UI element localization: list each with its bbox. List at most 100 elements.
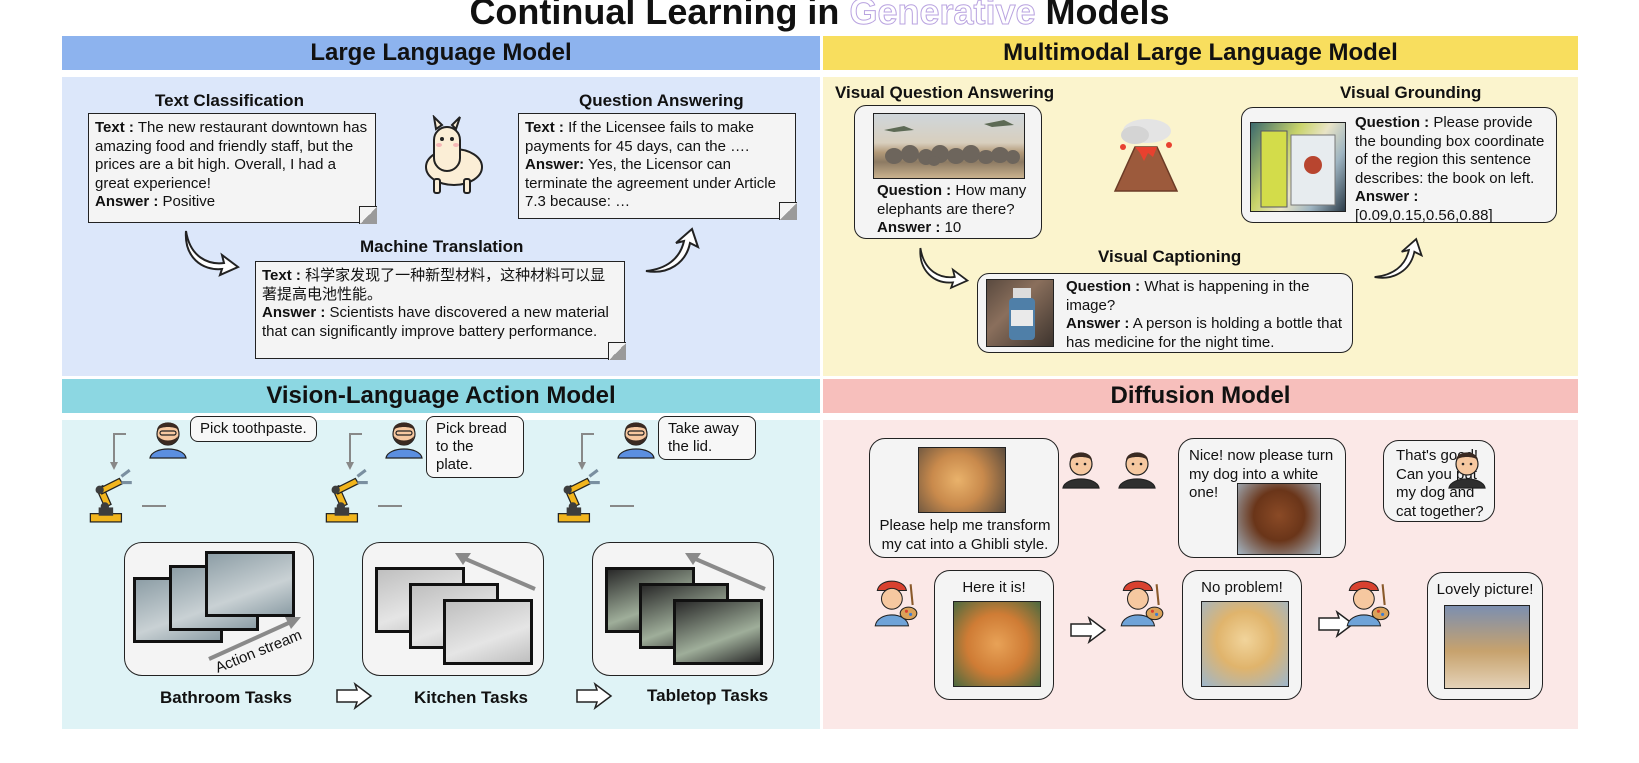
medicine-bottle-image — [986, 279, 1054, 347]
person-icon — [149, 422, 187, 459]
task-label-bathroom: Bathroom Tasks — [160, 688, 292, 707]
grounding-question: Please provide the bounding box coordina… — [1355, 114, 1545, 187]
artist-reply-bubble: No problem! — [1182, 570, 1302, 700]
question-answering-card: Text : If the Licensee fails to make pay… — [518, 113, 797, 220]
action-stream-arrow-icon — [685, 553, 766, 591]
curved-arrow-icon — [919, 247, 970, 290]
action-stream-arrow-icon — [208, 617, 301, 661]
visual-captioning-card: Question : What is happening in the imag… — [977, 273, 1353, 353]
translation-answer: Scientists have discovered a new materia… — [262, 304, 609, 340]
vqa-title: Visual Question Answering — [835, 83, 1055, 102]
artist-avatar-icon — [874, 580, 918, 627]
cat-photo — [918, 447, 1006, 513]
elephants-image — [873, 113, 1025, 179]
artist-avatar-icon — [1346, 580, 1390, 627]
connector-arrow-icon — [578, 433, 634, 507]
answer-label: Answer : — [262, 304, 326, 321]
page-fold — [779, 202, 797, 220]
ghibli-cat-image — [953, 601, 1041, 687]
title-prefix: Continual Learning in — [469, 0, 850, 32]
vqa-answer: 10 — [944, 219, 962, 236]
curved-arrow-icon — [645, 227, 700, 273]
page-fold — [359, 206, 377, 224]
curved-arrow-icon — [184, 230, 240, 277]
page-fold — [608, 342, 626, 360]
llama-icon — [425, 115, 483, 194]
user-avatar-icon — [1448, 452, 1486, 489]
question-label: Question : — [1355, 114, 1430, 131]
action-stream-arrow-icon — [455, 553, 536, 591]
answer-label: Answer: — [525, 156, 585, 173]
llm-header: Large Language Model — [62, 36, 820, 70]
artist-reply-3: Lovely picture! — [1436, 581, 1534, 598]
user-avatar-icon — [1062, 452, 1100, 489]
mllm-header: Multimodal Large Language Model — [823, 36, 1578, 70]
text-label: Text : — [525, 119, 564, 136]
volcano-icon — [1113, 119, 1179, 192]
vla-header: Vision-Language Action Model — [62, 379, 820, 413]
answer-label: Answer : — [1066, 315, 1130, 332]
user-request-bubble: Please help me transform my cat into a G… — [869, 438, 1059, 558]
title-highlight: Generative — [849, 0, 1036, 33]
next-arrow-icon — [1070, 616, 1107, 644]
artist-reply-2: No problem! — [1201, 579, 1283, 596]
command-bubble-bread: Pick bread to the plate. — [426, 416, 524, 478]
connector-arrow-icon — [346, 433, 402, 507]
classification-answer: Positive — [162, 193, 216, 210]
answer-label: Answer : — [1355, 188, 1419, 205]
next-arrow-icon — [1318, 610, 1355, 638]
text-label: Text : — [95, 119, 134, 136]
ghibli-dog-image — [1201, 601, 1289, 687]
llm-panel: Text Classification Text : The new resta… — [62, 77, 820, 376]
person-icon — [617, 422, 655, 459]
task-video-frame — [443, 599, 533, 665]
qa-text: If the Licensee fails to make payments f… — [525, 119, 755, 155]
artist-reply-bubble: Lovely picture! — [1427, 572, 1543, 700]
mllm-panel: Visual Question Answering Question : How… — [823, 77, 1578, 376]
visual-grounding-card: Question : Please provide the bounding b… — [1241, 107, 1557, 224]
robot-arm-icon — [89, 468, 132, 523]
next-arrow-icon — [576, 682, 613, 710]
task-frames-container — [592, 542, 774, 676]
main-title: Continual Learning in Generative Models — [0, 0, 1639, 34]
next-arrow-icon — [336, 682, 373, 710]
translation-text: 科学家发现了一种新型材料，这种材料可以显著提高电池性能。 — [262, 267, 606, 303]
user-request-bubble: Nice! now please turn my dog into a whit… — [1178, 438, 1346, 558]
command-bubble-lid: Take away the lid. — [658, 416, 756, 460]
artist-reply-1: Here it is! — [962, 579, 1026, 596]
connector-arrow-icon — [110, 433, 166, 507]
visual-grounding-title: Visual Grounding — [1340, 83, 1482, 102]
user-avatar-icon — [1118, 452, 1156, 489]
task-video-frame — [673, 599, 763, 665]
user-prompt-2: Nice! now please turn my dog into a whit… — [1189, 447, 1334, 501]
vqa-card: Question : How many elephants are there?… — [854, 105, 1042, 239]
task-label-tabletop: Tabletop Tasks — [647, 686, 769, 705]
vqa-question: How many elephants are there? — [877, 182, 1027, 218]
text-classification-card: Text : The new restaurant downtown has a… — [88, 113, 377, 224]
text-label: Text : — [262, 267, 301, 284]
robot-arm-icon — [557, 468, 600, 523]
robot-arm-icon — [325, 468, 368, 523]
answer-label: Answer : — [95, 193, 159, 210]
machine-translation-title: Machine Translation — [360, 237, 524, 256]
dog-and-cat-image — [1444, 605, 1530, 689]
task-frames-container — [362, 542, 544, 676]
captioning-question: What is happening in the image? — [1066, 278, 1310, 314]
answer-label: Answer : — [877, 219, 941, 236]
artist-reply-bubble: Here it is! — [934, 570, 1054, 700]
diffusion-header: Diffusion Model — [823, 379, 1578, 413]
title-suffix: Models — [1035, 0, 1170, 32]
person-icon — [385, 422, 423, 459]
captioning-answer: A person is holding a bottle that has me… — [1066, 315, 1343, 351]
task-frames-container: Action stream — [124, 542, 314, 677]
user-prompt-1: Please help me transform my cat into a G… — [879, 517, 1051, 553]
text-classification-title: Text Classification — [155, 91, 304, 110]
diffusion-panel: Please help me transform my cat into a G… — [823, 420, 1578, 729]
question-label: Question : — [1066, 278, 1141, 295]
machine-translation-card: Text : 科学家发现了一种新型材料，这种材料可以显著提高电池性能。 Answ… — [255, 261, 626, 360]
task-video-frame — [205, 551, 295, 617]
grounding-answer: [0.09,0.15,0.56,0.88] — [1355, 206, 1493, 224]
books-image — [1250, 122, 1346, 212]
question-label: Question : — [877, 182, 952, 199]
classification-text: The new restaurant downtown has amazing … — [95, 119, 368, 192]
